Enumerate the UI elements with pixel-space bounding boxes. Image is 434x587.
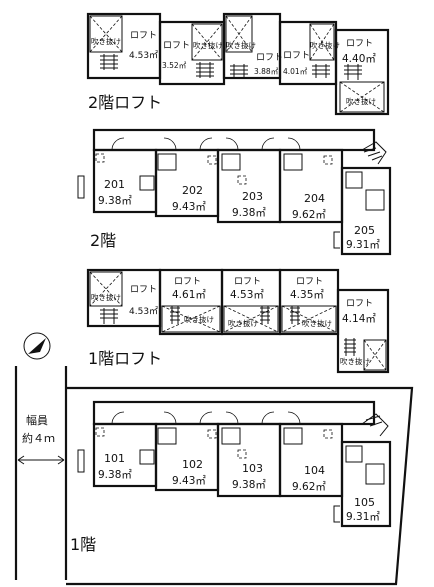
floor1-area-103: 9.38㎡	[232, 479, 266, 491]
loft2-plan: 吹き抜け ロフト 4.53㎡ ロフト 3.52㎡ 吹き抜け 吹き抜け ロフト 3…	[86, 12, 390, 116]
floor1-room-102: 102	[182, 458, 203, 471]
floor2-room-203: 203	[242, 190, 263, 203]
loft2-floor-label: 2階ロフト	[88, 93, 162, 112]
floor2-room-204: 204	[304, 192, 325, 205]
loft1-area-4: 4.35㎡	[290, 289, 324, 301]
floor1-room-105: 105	[354, 496, 375, 509]
floor1-label: 1階	[70, 535, 96, 554]
floor1-room-103: 103	[242, 462, 263, 475]
loft2-label-2: ロフト	[163, 41, 190, 51]
floor2-area-204: 9.62㎡	[292, 209, 326, 221]
road-width-value: 約４ｍ	[22, 431, 55, 445]
floor1-area-104: 9.62㎡	[292, 481, 326, 493]
loft1-void-5: 吹き抜け	[340, 356, 370, 366]
loft2-void-3: 吹き抜け	[226, 40, 256, 50]
loft2-void-5: 吹き抜け	[346, 96, 376, 106]
loft2-area-3: 3.88㎡	[254, 67, 279, 76]
floor1-room-101: 101	[104, 452, 125, 465]
loft2-area-1: 4.53㎡	[129, 50, 158, 61]
loft2-label-5: ロフト	[346, 39, 373, 49]
loft1-label-3: ロフト	[234, 277, 261, 287]
floor2-area-205: 9.31㎡	[346, 239, 380, 251]
floor2-plan: 201 9.38㎡ 202 9.43㎡ 203 9.38㎡ 204 9.62㎡ …	[77, 128, 392, 256]
loft1-plan: 吹き抜け ロフト 4.53㎡ ロフト 4.61㎡ 吹き抜け ロフト 4.53㎡ …	[86, 268, 390, 374]
loft2-label-3: ロフト	[256, 53, 283, 63]
loft1-area-1: 4.53㎡	[129, 306, 158, 317]
floor1-room-104: 104	[304, 464, 325, 477]
floor2-room-202: 202	[182, 184, 203, 197]
north-arrow-icon	[23, 332, 51, 360]
loft1-label-4: ロフト	[296, 277, 323, 287]
loft2-void-2: 吹き抜け	[193, 40, 223, 50]
floor2-area-201: 9.38㎡	[98, 195, 132, 207]
loft1-area-3: 4.53㎡	[230, 289, 264, 301]
floor1-area-105: 9.31㎡	[346, 511, 380, 523]
floor1-area-102: 9.43㎡	[172, 475, 206, 487]
loft1-label-5: ロフト	[346, 299, 373, 309]
loft1-void-1: 吹き抜け	[91, 292, 121, 302]
floor2-room-205: 205	[354, 224, 375, 237]
loft2-area-5: 4.40㎡	[342, 53, 376, 65]
floor2-label: 2階	[90, 231, 116, 250]
loft1-label-2: ロフト	[174, 277, 201, 287]
floor2-area-202: 9.43㎡	[172, 201, 206, 213]
loft2-void-4: 吹き抜け	[310, 40, 340, 50]
loft2-void-1: 吹き抜け	[91, 36, 121, 46]
loft1-area-5: 4.14㎡	[342, 313, 376, 325]
road-width-label: 幅員	[26, 414, 48, 427]
floor1-plan: 101 9.38㎡ 102 9.43㎡ 103 9.38㎡ 104 9.62㎡ …	[77, 400, 392, 528]
loft1-area-2: 4.61㎡	[172, 289, 206, 301]
loft2-label-4: ロフト	[283, 51, 310, 61]
loft1-label-1: ロフト	[130, 285, 157, 295]
loft2-label-1: ロフト	[130, 31, 157, 41]
floor2-room-201: 201	[104, 178, 125, 191]
loft1-void-3: 吹き抜け	[228, 318, 258, 328]
floor2-area-203: 9.38㎡	[232, 207, 266, 219]
loft2-area-2: 3.52㎡	[162, 61, 187, 70]
loft1-floor-label: 1階ロフト	[88, 349, 162, 368]
loft2-area-4: 4.01㎡	[283, 67, 308, 76]
loft1-void-4: 吹き抜け	[302, 318, 332, 328]
floor1-area-101: 9.38㎡	[98, 469, 132, 481]
loft1-void-2: 吹き抜け	[184, 314, 214, 324]
